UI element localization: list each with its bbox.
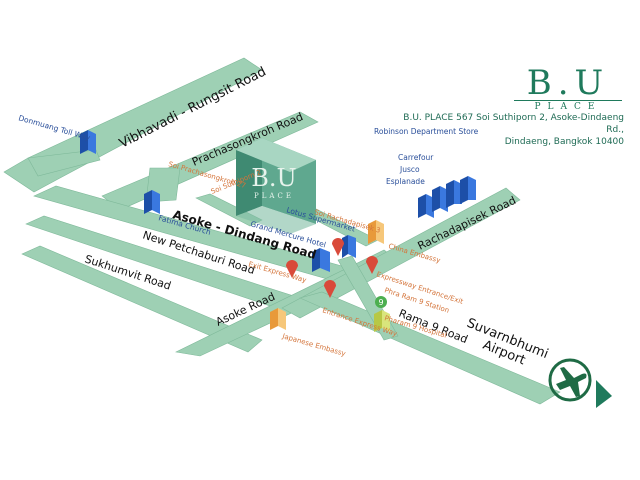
logo-brand: B.U [526,63,610,103]
label-donmuang: Donmuang Toll Way [17,113,91,142]
bu-building-brand: B.U [251,164,297,192]
label-carrefour: Carrefour [398,153,434,162]
marker-pin-icon [366,256,378,274]
expressway-markers [286,238,378,298]
marker-pin-icon [332,238,344,256]
road-sukhumvit [21,245,263,353]
bu-place-building: B.U PLACE [236,138,316,234]
airport-icon [548,358,612,408]
building-donmuang [80,130,96,154]
building-cluster-rachada [418,176,476,218]
road-rama9 [299,291,561,405]
bu-building-sub: PLACE [254,192,294,200]
bu-place-logo: B.U PLACE [508,66,628,112]
building-embassy-china [368,220,384,244]
station-marker-label: 9 [378,298,383,307]
airport-arrow-icon [596,380,612,408]
building-hospital [374,310,390,332]
label-jusco: Jusco [399,165,420,174]
address-block: B.U. PLACE 567 Soi Suthiporn 2, Asoke-Di… [384,112,624,148]
logo-sub: PLACE [514,100,622,112]
road-rachadapisek [281,187,521,319]
marker-pin-icon [286,260,298,278]
label-esplanade: Esplanade [386,177,425,186]
building-lotus [312,235,356,272]
address-line-2: Dindaeng, Bangkok 10400 [504,137,624,147]
marker-pin-icon [324,280,336,298]
building-embassy-japan [270,308,286,330]
station-marker: 9 [375,296,387,308]
label-japanese-embassy: Japanese Embassy [280,332,346,358]
address-line-1: B.U. PLACE 567 Soi Suthiporn 2, Asoke-Di… [403,113,624,135]
landmark-buildings [80,130,476,332]
building-fatima [144,190,160,214]
label-robinson: Robinson Department Store [374,127,479,136]
road-donmuang-branch [27,149,101,177]
